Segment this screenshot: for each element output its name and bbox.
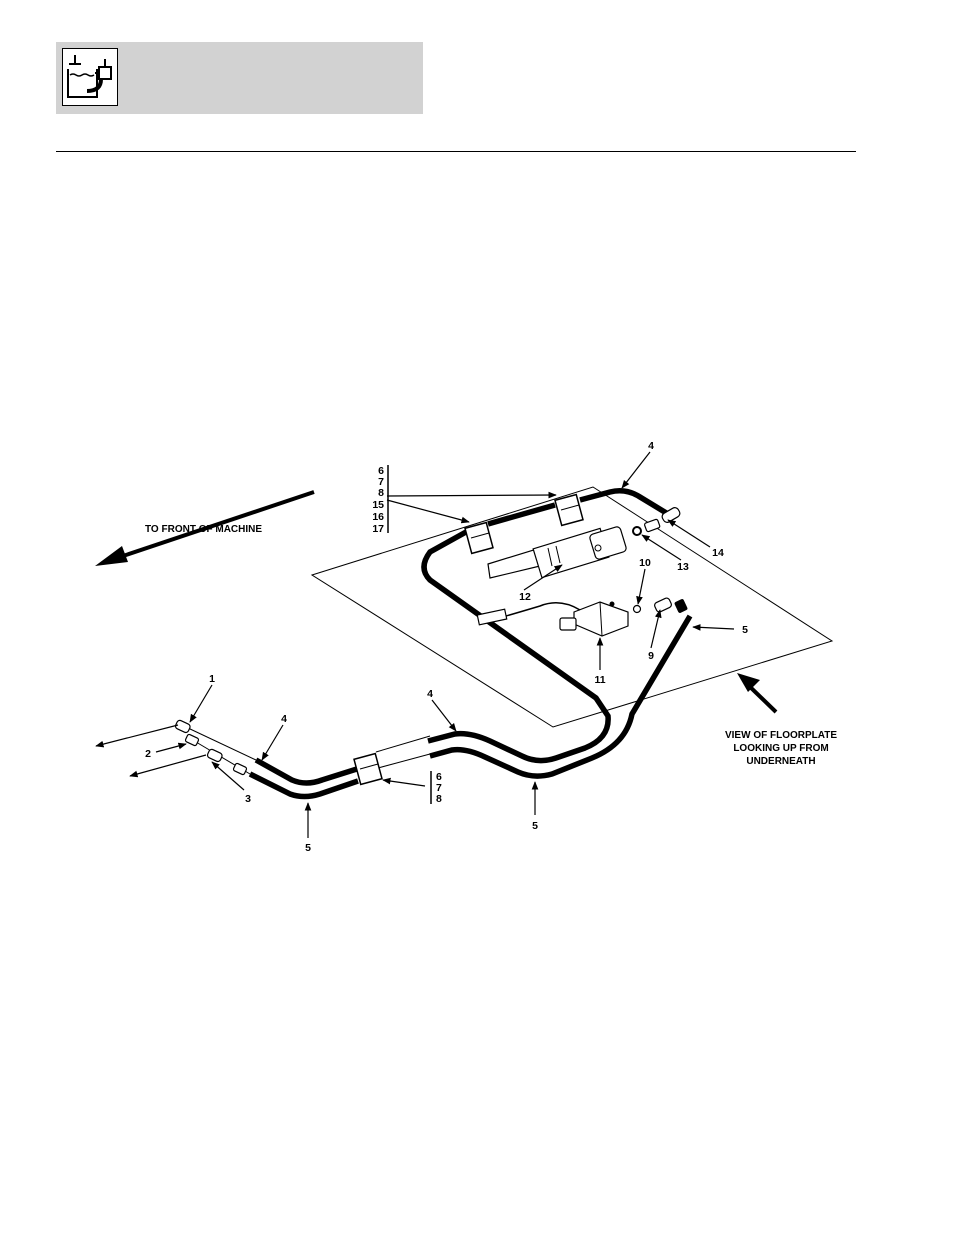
- callout-12: 12: [519, 591, 531, 603]
- clamp-upper-right: [555, 495, 583, 526]
- stack-top-item: 16: [372, 511, 384, 523]
- callout-4-top: 4: [648, 440, 654, 452]
- clamp-upper-left: [465, 523, 493, 554]
- callout-11: 11: [594, 674, 605, 686]
- flow-arrow-lower: [130, 755, 206, 776]
- flow-arrow-upper: [96, 725, 178, 746]
- fitting-9: [654, 597, 688, 613]
- hose-4-left: [256, 760, 360, 783]
- hose-5-long: [430, 616, 690, 776]
- callout-10: 10: [639, 557, 651, 569]
- fitting-10: [634, 606, 641, 613]
- callout-4-left: 4: [281, 713, 287, 725]
- stack-top-item: 17: [372, 523, 384, 535]
- callout-4-mid: 4: [427, 688, 433, 700]
- callout-5-right: 5: [742, 624, 748, 636]
- callout-2: 2: [145, 748, 151, 760]
- o-ring-13: [633, 527, 641, 535]
- callout-14: 14: [712, 547, 724, 559]
- connector-plug: [477, 609, 506, 625]
- front-label: TO FRONT OF MACHINE: [145, 524, 262, 535]
- stack-top-item: 15: [372, 499, 384, 511]
- callout-1: 1: [209, 673, 215, 685]
- fitting-left-upper: [175, 719, 200, 746]
- stack-top-item: 8: [378, 487, 384, 499]
- wire-lead: [506, 603, 580, 616]
- tube-mid: [376, 736, 430, 768]
- callout-9: 9: [648, 650, 654, 662]
- block-11: [560, 602, 628, 637]
- callout-13: 13: [677, 561, 689, 573]
- stack-bottom-item: 8: [436, 793, 442, 805]
- view-note-line-1: VIEW OF FLOORPLATE: [725, 730, 837, 741]
- view-note-line-3: UNDERNEATH: [746, 756, 815, 767]
- view-note-line-2: LOOKING UP FROM: [733, 743, 828, 754]
- callout-5-left: 5: [305, 842, 311, 854]
- callout-5-mid: 5: [532, 820, 538, 832]
- clamp-lower: [354, 754, 382, 785]
- valve-12: [488, 526, 627, 578]
- view-arrow: [737, 673, 776, 712]
- callout-3: 3: [245, 793, 251, 805]
